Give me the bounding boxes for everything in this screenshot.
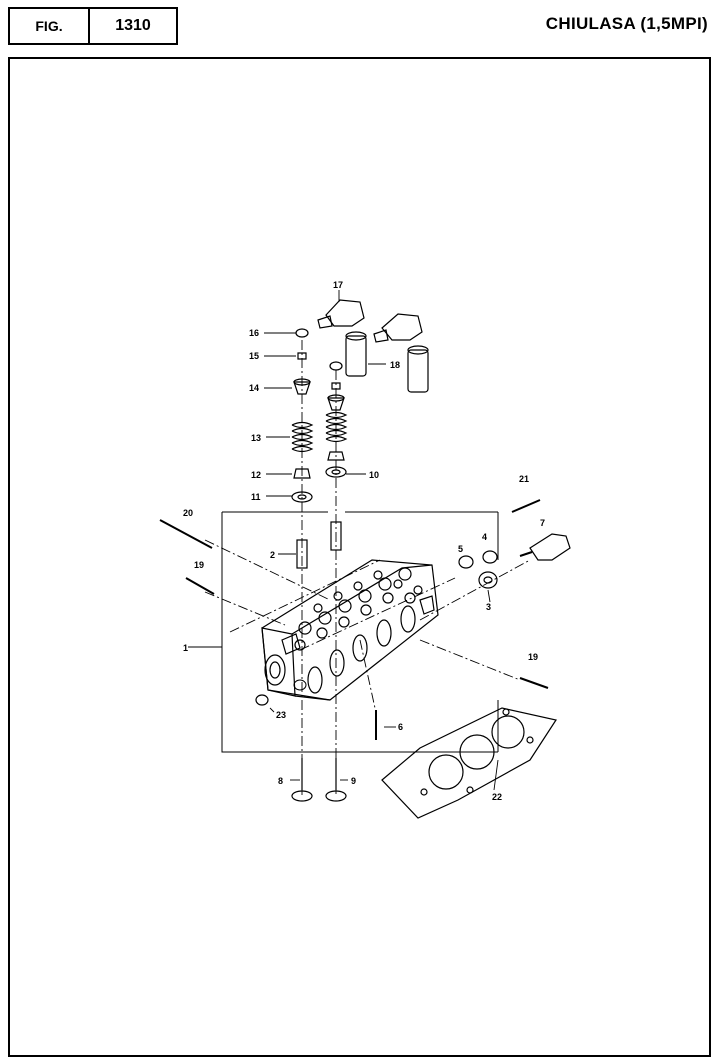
callout-3: 3 <box>486 602 491 612</box>
callout-16: 16 <box>249 328 259 338</box>
small-parts <box>255 533 571 740</box>
callout-17: 17 <box>333 280 343 290</box>
callout-15: 15 <box>249 351 259 361</box>
callout-5: 5 <box>458 544 463 554</box>
valve-stack-right <box>325 361 348 551</box>
callout-10: 10 <box>369 470 379 480</box>
callout-4: 4 <box>482 532 487 542</box>
callout-labels: 1 2 3 4 5 6 7 8 9 10 11 12 13 14 15 16 1… <box>183 280 545 802</box>
fig-number: 1310 <box>115 17 151 34</box>
callout-19-left: 19 <box>194 560 204 570</box>
figure-id-box: FIG. 1310 <box>8 7 178 45</box>
callout-13: 13 <box>251 433 261 443</box>
callout-14: 14 <box>249 383 259 393</box>
callout-2: 2 <box>270 550 275 560</box>
callout-1: 1 <box>183 643 188 653</box>
cylinder-head <box>261 559 439 701</box>
leader-lines <box>188 290 499 791</box>
valves <box>291 758 347 802</box>
callout-12: 12 <box>251 470 261 480</box>
callout-9: 9 <box>351 776 356 786</box>
page-title: CHIULASA (1,5MPI) <box>545 14 708 33</box>
callout-18: 18 <box>390 360 400 370</box>
callout-21: 21 <box>519 474 529 484</box>
head-gasket <box>381 707 557 819</box>
fig-label: FIG. <box>10 9 90 43</box>
hydraulic-lifters <box>345 331 429 393</box>
callout-20: 20 <box>183 508 193 518</box>
callout-7: 7 <box>540 518 545 528</box>
studs <box>159 499 549 689</box>
alignment-lines <box>204 340 531 795</box>
rocker-arms <box>317 299 423 343</box>
assembly-boundary <box>221 511 499 753</box>
callout-23: 23 <box>276 710 286 720</box>
diagram-frame <box>8 57 711 1057</box>
valve-stack-left <box>291 328 314 569</box>
callout-19-right: 19 <box>528 652 538 662</box>
callout-11: 11 <box>251 492 261 502</box>
callout-8: 8 <box>278 776 283 786</box>
callout-22: 22 <box>492 792 502 802</box>
callout-6: 6 <box>398 722 403 732</box>
